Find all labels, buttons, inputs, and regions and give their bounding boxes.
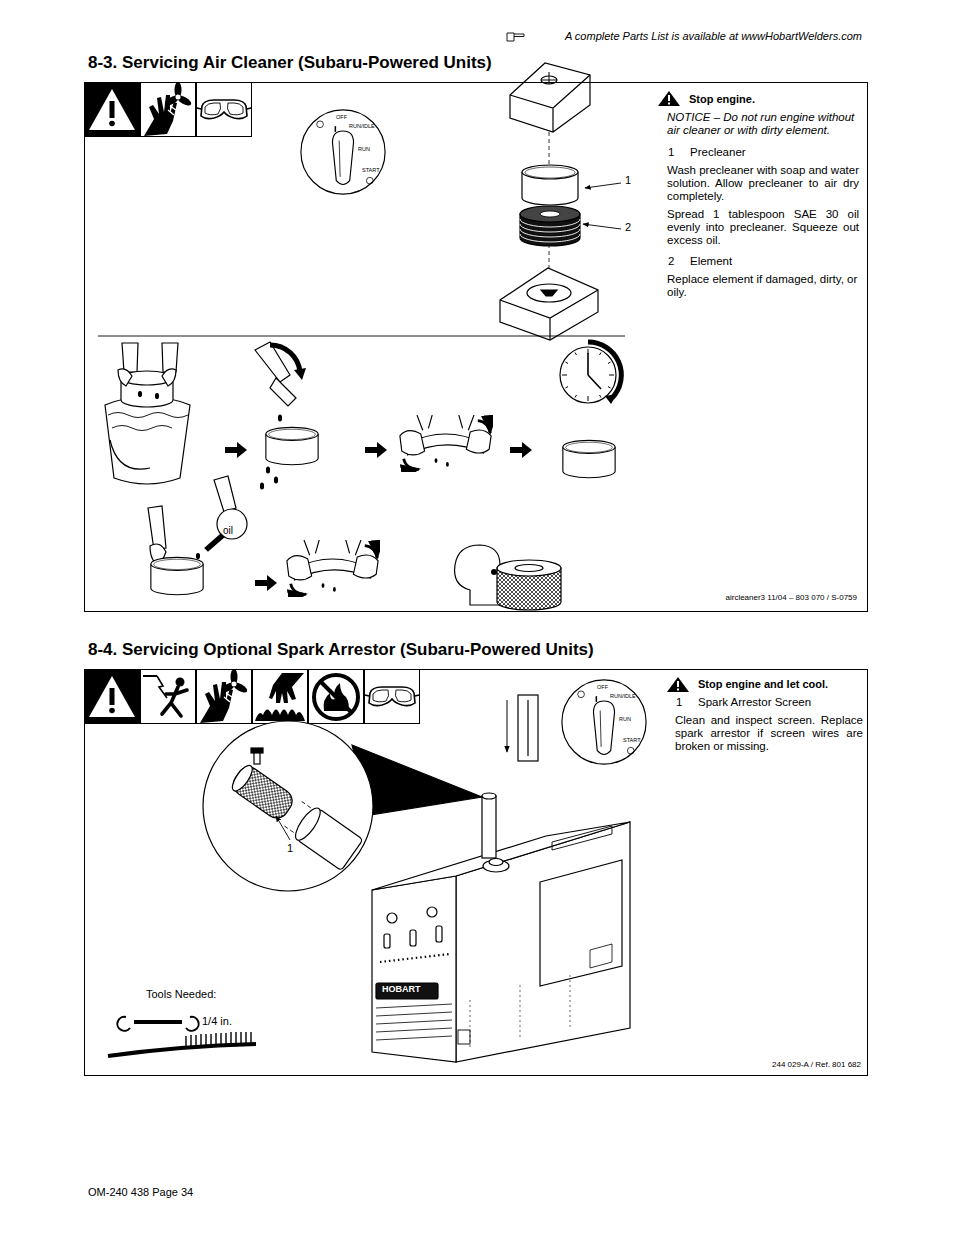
- bottle-label: oil: [223, 525, 233, 536]
- part-name: Precleaner: [690, 146, 746, 159]
- step-arrow: [225, 442, 247, 458]
- instruction-text: Clean and inspect screen. Replace spark …: [675, 714, 863, 753]
- tools-heading: Tools Needed:: [146, 988, 216, 1000]
- stop-warning-icon: [658, 91, 680, 106]
- cool-down-thermometer: [507, 695, 538, 761]
- oil-step: [148, 476, 247, 595]
- section-panel: 8-4. Servicing Optional Spark Arrestor (…: [84, 669, 868, 1076]
- section-heading: 8-3. Servicing Air Cleaner (Subaru-Power…: [88, 53, 492, 72]
- safety-icons: [84, 82, 252, 137]
- stop-warning-icon: [667, 677, 689, 692]
- engine-switch: [301, 110, 385, 194]
- callout-number: 2: [625, 221, 631, 233]
- part-name: Element: [690, 255, 732, 268]
- callout-number: 1: [668, 146, 674, 159]
- instruction-text: Wash precleaner with soap and water solu…: [667, 164, 859, 203]
- callout-number: 2: [668, 255, 674, 268]
- figure-code: 244 029-A / Ref. 801 682: [772, 1060, 861, 1069]
- notice-text: NOTICE – Do not run engine without air c…: [667, 111, 859, 137]
- switch-position: RUN/IDLE: [349, 123, 375, 129]
- header-note: A complete Parts List is available at ww…: [565, 30, 862, 42]
- pointer-icon: [507, 33, 524, 41]
- switch-position: OFF: [336, 114, 347, 120]
- tool-size: 1/4 in.: [202, 1015, 232, 1027]
- spark-arrestor-detail: [203, 721, 482, 891]
- divider-line: [98, 336, 625, 337]
- safety-icons: [84, 669, 420, 724]
- section-heading: 8-4. Servicing Optional Spark Arrestor (…: [88, 640, 594, 659]
- warning-text: Stop engine.: [689, 93, 755, 105]
- wash-step: [105, 343, 190, 484]
- switch-position: RUN: [619, 716, 631, 722]
- engine-switch: [562, 680, 646, 764]
- inspect-element: [455, 545, 561, 610]
- squeeze-step: [287, 540, 378, 594]
- tools: [108, 1017, 256, 1056]
- page-footer: OM-240 438 Page 34: [88, 1186, 193, 1198]
- switch-position: OFF: [597, 684, 608, 690]
- callout-number: 1: [287, 842, 293, 854]
- warning-text: Stop engine and let cool.: [698, 678, 828, 690]
- rinse-step: [255, 342, 318, 489]
- callout-number: 1: [625, 174, 631, 186]
- switch-position: START: [623, 737, 641, 743]
- welder-generator: [372, 793, 630, 1062]
- dry-time-clock: [560, 342, 621, 404]
- callout-number: 1: [676, 696, 682, 709]
- leader-lines: [583, 183, 621, 229]
- step-arrow: [255, 575, 277, 591]
- step-arrow: [365, 442, 387, 458]
- section-panel: 8-3. Servicing Air Cleaner (Subaru-Power…: [84, 82, 868, 612]
- switch-position: RUN/IDLE: [610, 693, 636, 699]
- switch-position: START: [362, 167, 380, 173]
- instruction-text: Spread 1 tablespoon SAE 30 oil evenly in…: [667, 208, 859, 247]
- instruction-text: Replace element if damaged, dirty, or oi…: [667, 273, 859, 299]
- figure-code: aircleaner3 11/04 – 803 070 / S-0759: [725, 593, 857, 602]
- dry-precleaner: [563, 440, 615, 477]
- switch-position: RUN: [358, 146, 370, 152]
- squeeze-step: [400, 415, 491, 469]
- step-arrow: [510, 442, 532, 458]
- part-name: Spark Arrestor Screen: [698, 696, 811, 709]
- air-cleaner-exploded: [500, 63, 598, 340]
- brand-badge: HOBART: [382, 985, 421, 995]
